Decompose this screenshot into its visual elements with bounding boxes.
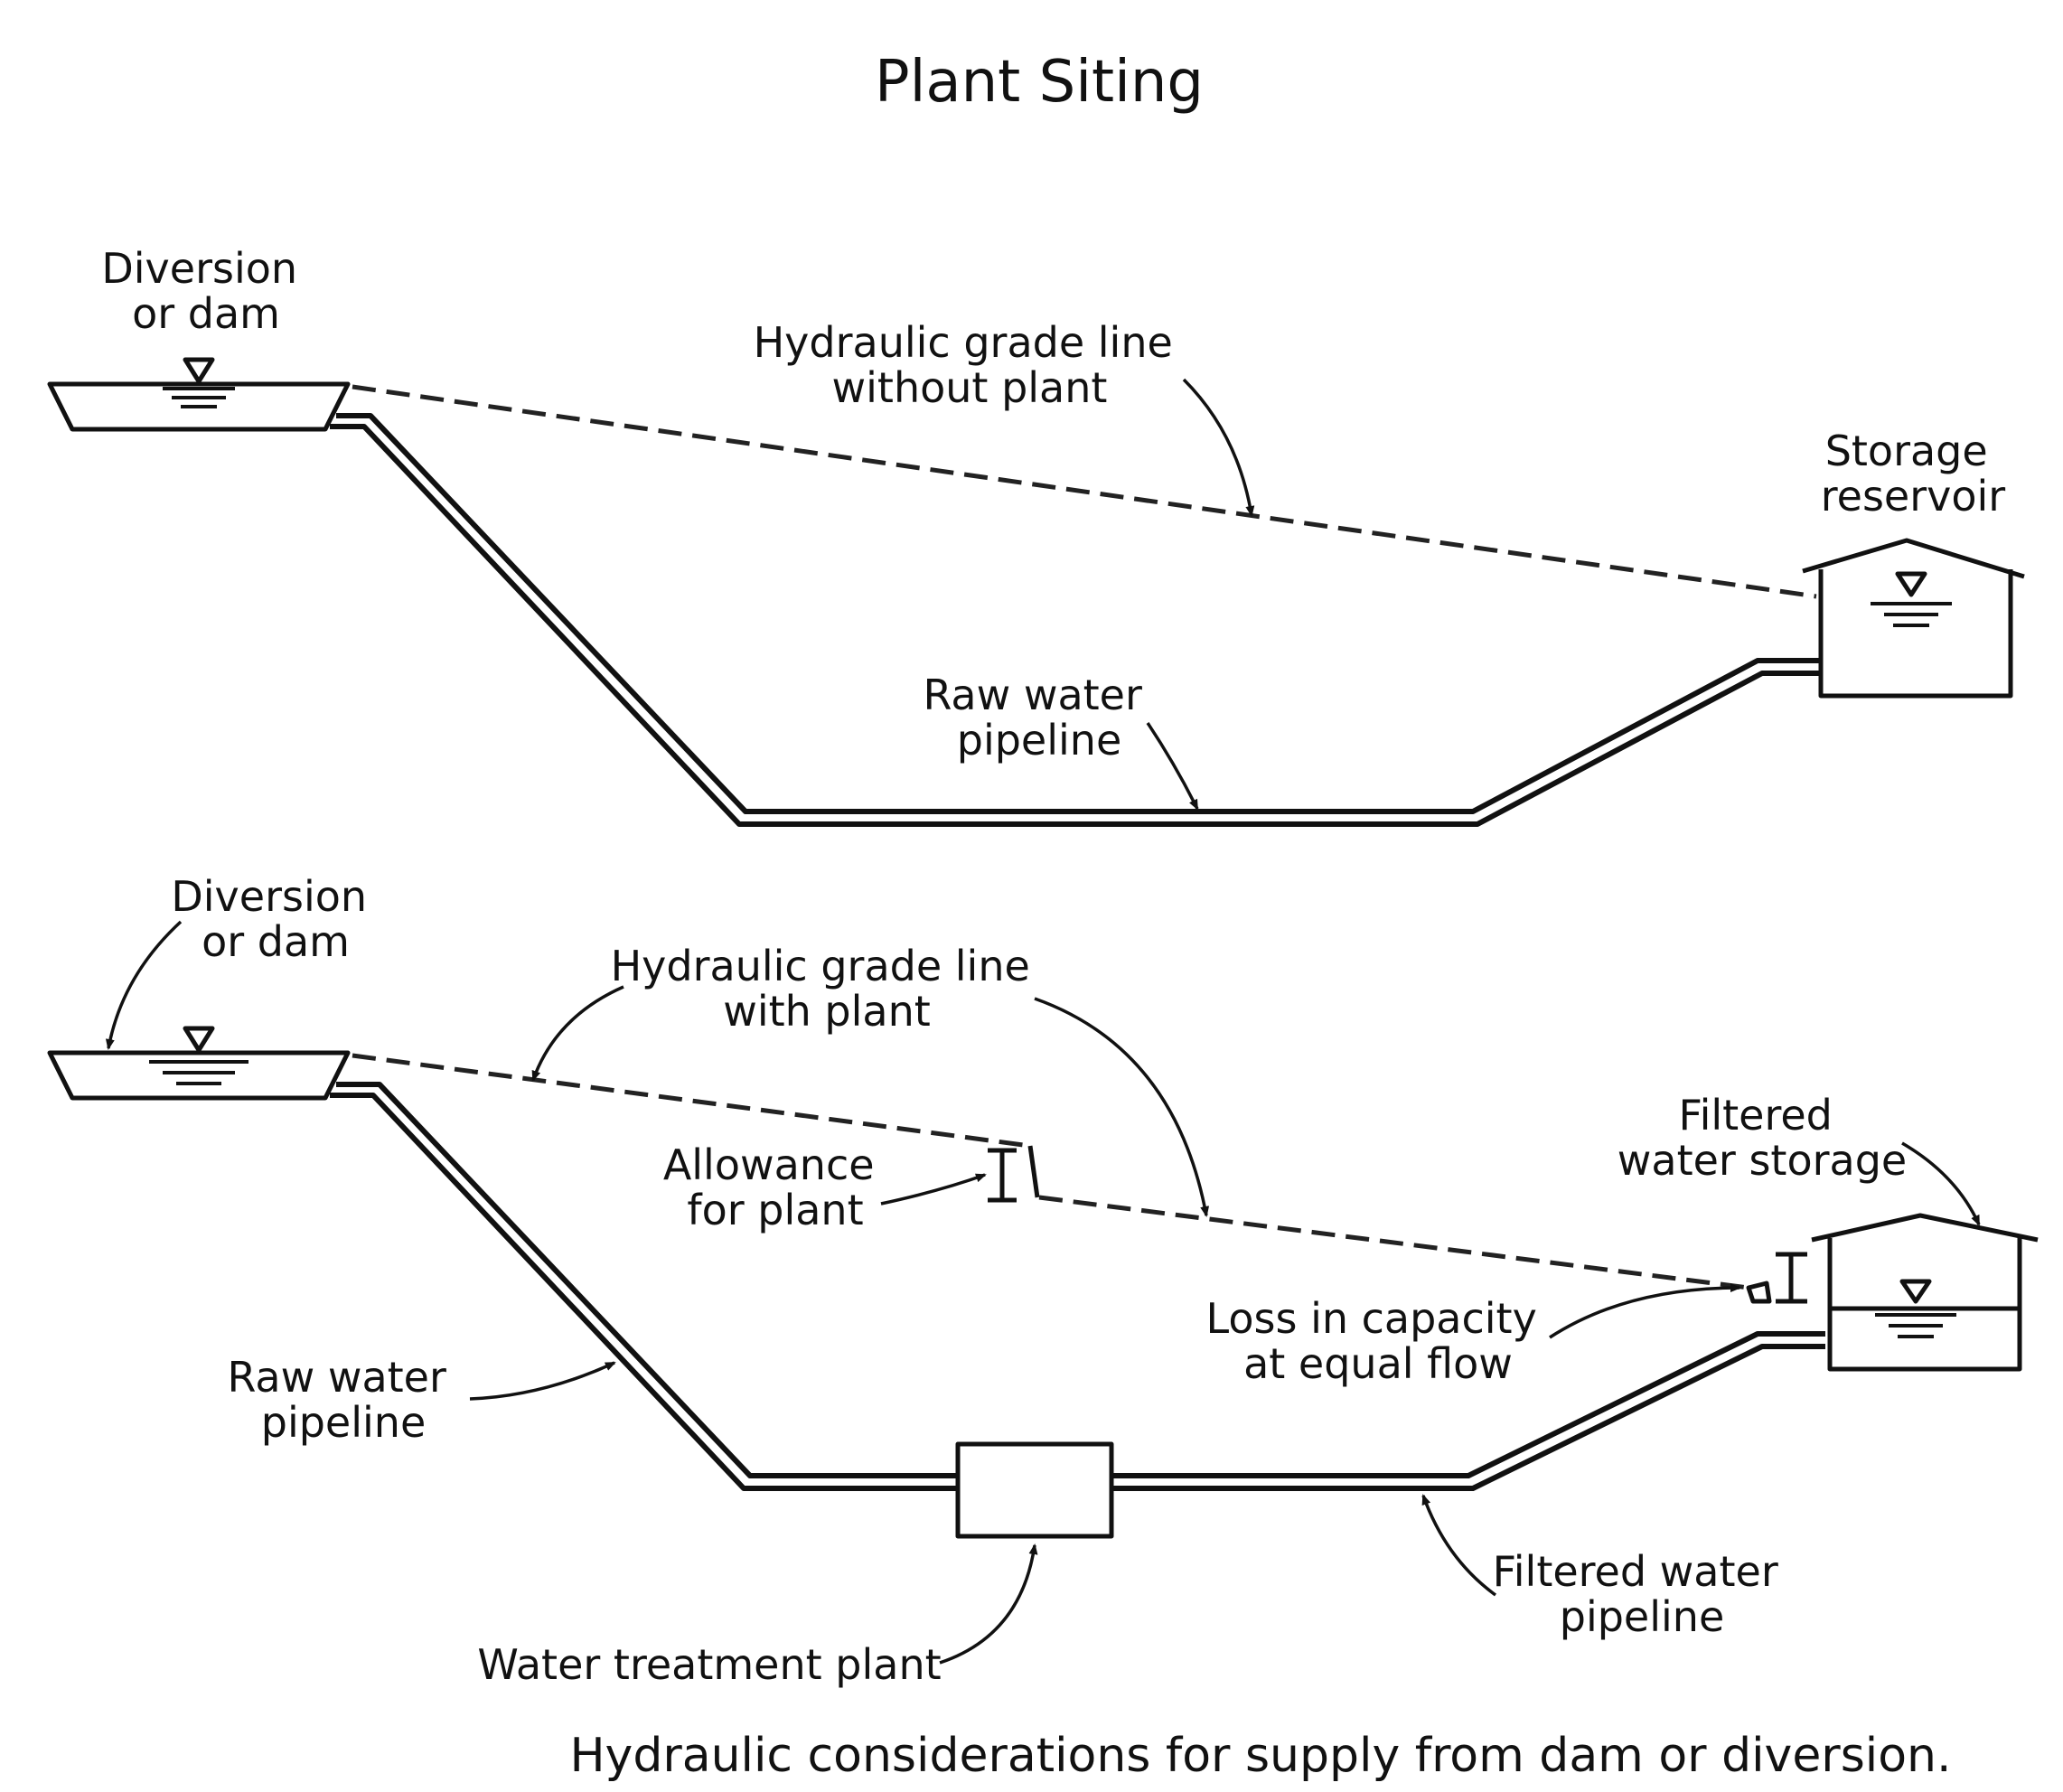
water-treatment-plant [955,1441,1114,1539]
filtered-pipeline-label: Filtered water pipeline [1493,1547,1792,1641]
allowance-label: Allowance for plant [663,1140,887,1234]
loss-in-capacity-dimension [1746,1252,1807,1304]
filtered-storage-label: Filtered water storage [1618,1091,1907,1185]
top-dam-basin [47,381,351,432]
top-diagram: Diversion or dam Hydraulic grade line wi… [47,244,2025,827]
top-dam-label: Diversion or dam [101,244,310,338]
top-pipeline-label: Raw water pipeline [923,671,1155,765]
top-reservoir-label: Storage reservoir [1821,427,2006,521]
bottom-diagram: Diversion or dam Allowance for plant Hy [47,872,2039,1689]
filtered-water-storage [1811,1213,2039,1372]
diagram-title: Plant Siting [875,49,1204,116]
bottom-raw-pipeline-label: Raw water pipeline [227,1353,459,1447]
bottom-raw-water-pipeline [336,1082,958,1478]
allowance-dimension [988,1148,1017,1203]
bottom-hgl-upstream [352,1053,1031,1149]
bottom-hgl-label: Hydraulic grade line with plant [611,942,1044,1036]
plant-label: Water treatment plant [477,1640,941,1689]
bottom-dam-label: Diversion or dam [171,872,380,966]
bottom-dam-basin [47,1050,351,1101]
top-storage-reservoir [1802,538,2025,699]
bottom-hgl-downstream [1038,1195,1749,1290]
top-hydraulic-grade-line [352,384,1817,599]
top-dam-water-symbol [183,357,215,384]
bottom-filtered-water-pipeline [1111,1331,1825,1478]
top-hgl-label: Hydraulic grade line without plant [754,318,1186,412]
diagram-caption: Hydraulic considerations for supply from… [569,1729,1951,1783]
top-raw-water-pipeline [336,413,1821,814]
loss-capacity-label: Loss in capacity at equal flow [1206,1294,1551,1388]
